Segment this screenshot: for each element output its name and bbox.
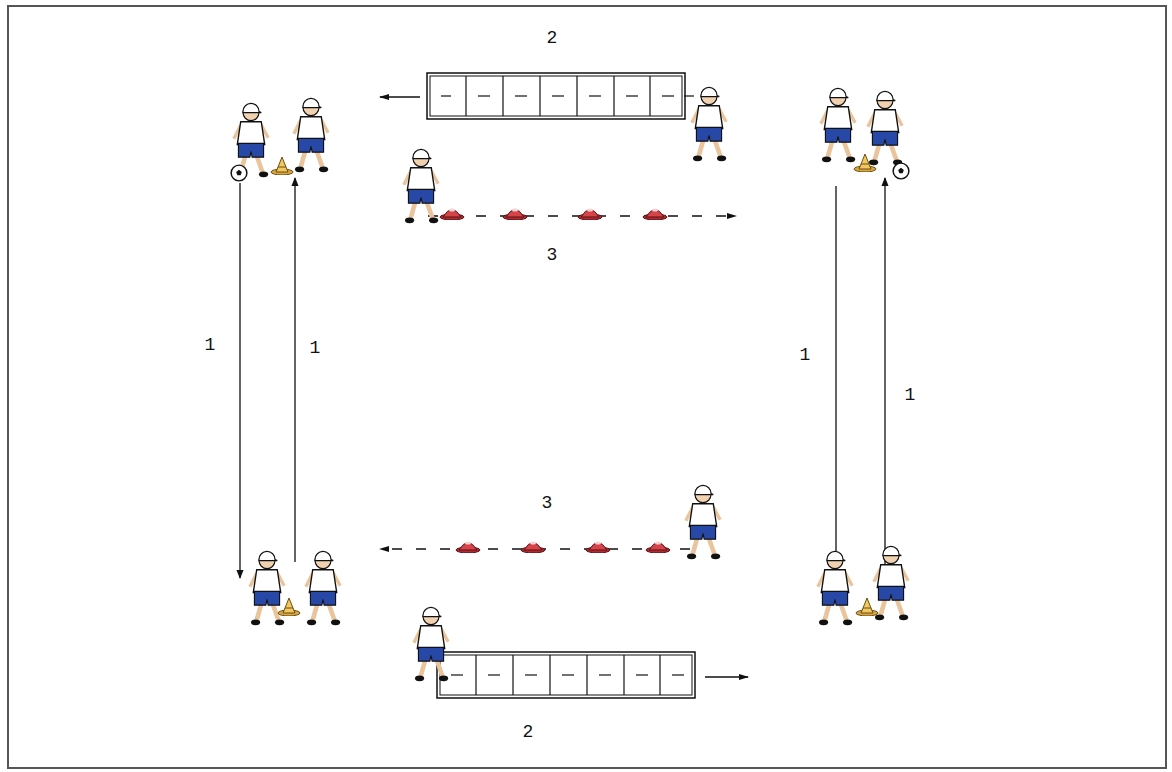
runner — [686, 485, 720, 559]
runner — [414, 607, 448, 681]
pass-arrows — [240, 178, 885, 578]
cone-slalom — [428, 209, 736, 221]
callout-number: 2 — [521, 722, 536, 742]
player-group — [231, 98, 328, 180]
callout-number: 1 — [308, 338, 323, 358]
callout-number: 3 — [545, 245, 560, 265]
callout-number: 1 — [798, 345, 813, 365]
callout-number: 3 — [540, 493, 555, 513]
runner — [404, 149, 438, 223]
callout-number: 1 — [903, 385, 918, 405]
cone-slalom — [380, 542, 690, 554]
callout-number: 2 — [545, 28, 560, 48]
player-group — [250, 551, 340, 625]
frame — [8, 6, 1166, 768]
player-group — [818, 546, 908, 625]
player-group — [821, 88, 909, 178]
callout-number: 1 — [203, 335, 218, 355]
runner — [692, 87, 726, 161]
agility-ladder — [437, 652, 748, 698]
agility-ladder — [380, 73, 694, 119]
